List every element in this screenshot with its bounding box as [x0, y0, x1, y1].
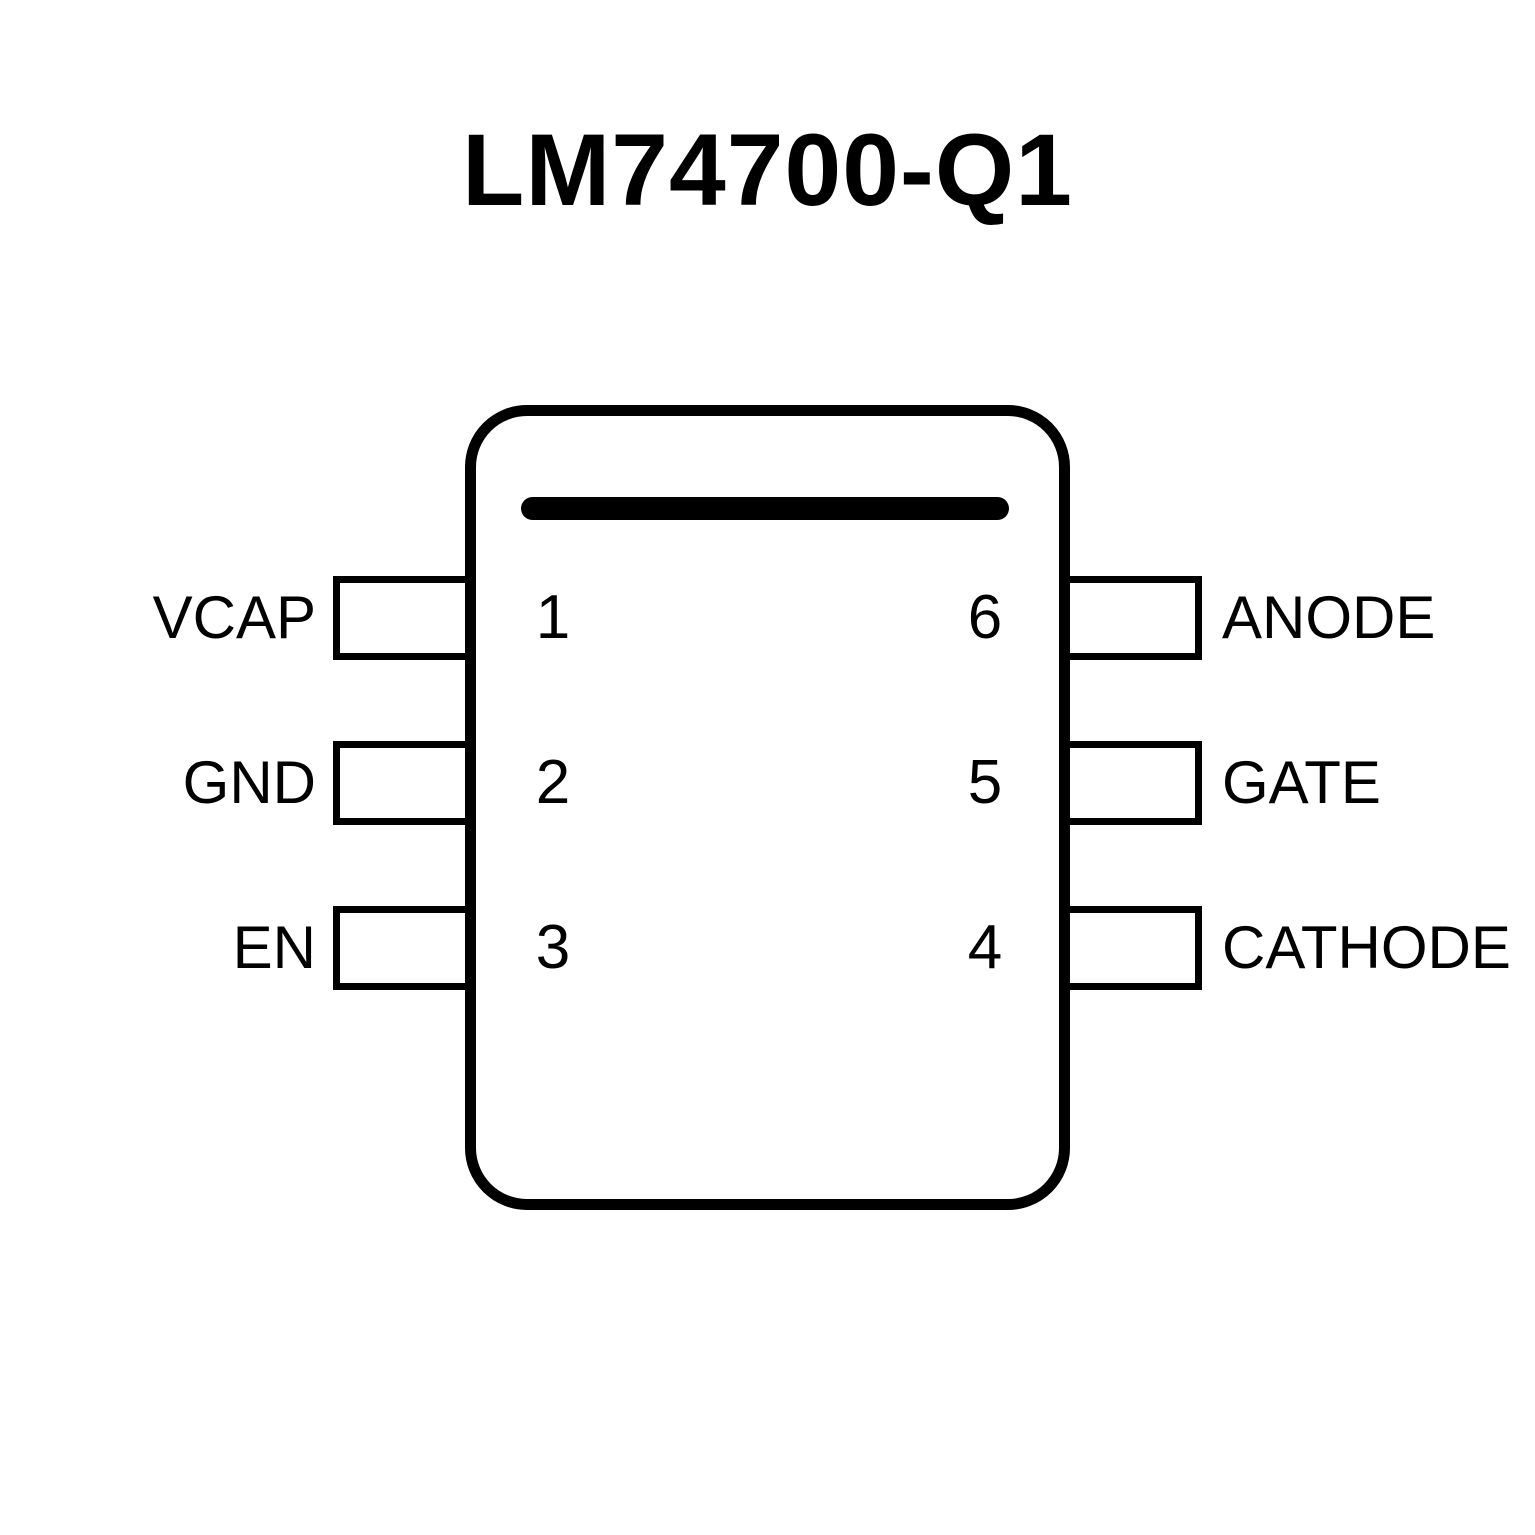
pin-label-gate: GATE [1222, 749, 1381, 816]
pin-label-anode: ANODE [1222, 584, 1436, 651]
pin-label-gnd: GND [182, 749, 316, 816]
pin-pad-1 [333, 576, 473, 660]
pin-pad-6 [1062, 576, 1202, 660]
chip-body [465, 405, 1070, 1210]
pin-label-en: EN [232, 914, 316, 981]
pin-number-3: 3 [535, 913, 571, 982]
pin-pad-2 [333, 741, 473, 825]
pin-number-5: 5 [967, 748, 1003, 817]
pin1-indicator-bar [521, 497, 1009, 520]
page-title: LM74700-Q1 [462, 113, 1073, 227]
pin-pad-3 [333, 906, 473, 990]
pin-number-1: 1 [535, 583, 571, 652]
pin-label-cathode: CATHODE [1222, 914, 1511, 981]
pin-number-4: 4 [967, 913, 1003, 982]
pin-pad-4 [1062, 906, 1202, 990]
pin-number-2: 2 [535, 748, 571, 817]
pin-pad-5 [1062, 741, 1202, 825]
pin-label-vcap: VCAP [152, 584, 316, 651]
pin-number-6: 6 [967, 583, 1003, 652]
